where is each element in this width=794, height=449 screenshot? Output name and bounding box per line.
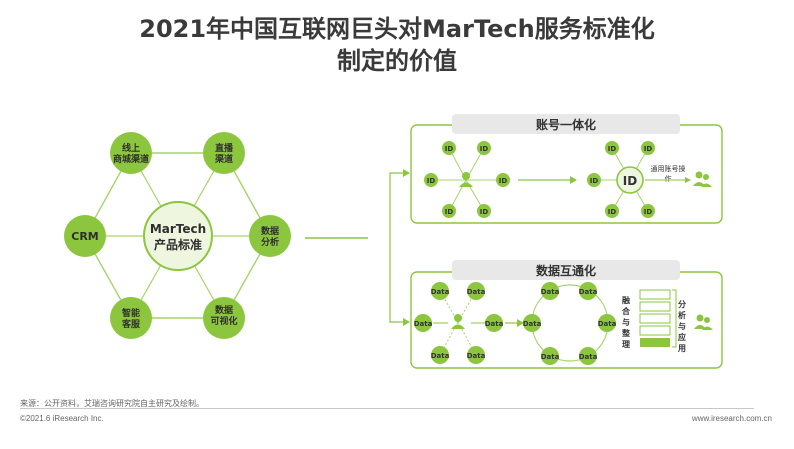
- spoke-label: 线上: [122, 142, 140, 154]
- spoke-label: CRM: [71, 230, 99, 243]
- stacked-blocks: [639, 289, 677, 348]
- connector: [305, 169, 410, 326]
- data-cluster-left: Data Data Data Data Data Data: [414, 282, 504, 364]
- svg-text:ID: ID: [608, 208, 617, 216]
- svg-text:ID: ID: [480, 208, 489, 216]
- svg-text:应: 应: [678, 332, 686, 342]
- svg-text:Data: Data: [431, 288, 450, 296]
- spoke-label: 可视化: [210, 315, 237, 327]
- footer-divider: [20, 408, 754, 409]
- svg-text:合: 合: [621, 306, 631, 316]
- svg-text:整: 整: [621, 328, 630, 338]
- svg-text:析: 析: [678, 310, 686, 320]
- svg-text:Data: Data: [485, 320, 504, 328]
- merge-label: 融 合 与 整 理: [621, 295, 631, 349]
- website: www.iresearch.com.cn: [691, 414, 772, 423]
- user-icon: [459, 172, 473, 187]
- svg-text:Data: Data: [598, 320, 617, 328]
- data-ring: Data Data Data Data Data Data: [523, 282, 617, 365]
- spoke-label: 分析: [261, 236, 279, 248]
- spoke-label: 数据: [261, 225, 279, 237]
- svg-text:Data: Data: [523, 320, 542, 328]
- spoke-label: 客服: [121, 318, 141, 330]
- spoke-data-analysis: 数据 分析: [249, 215, 291, 257]
- panel-title: 数据互通化: [536, 263, 596, 278]
- svg-text:Data: Data: [467, 288, 486, 296]
- svg-text:与: 与: [622, 317, 630, 327]
- svg-text:ID: ID: [644, 208, 653, 216]
- svg-text:Data: Data: [467, 352, 486, 360]
- svg-text:Data: Data: [414, 320, 433, 328]
- copyright: ©2021.6 iResearch Inc.: [20, 414, 104, 423]
- svg-text:ID: ID: [499, 177, 508, 185]
- spoke-label: 智能: [122, 307, 140, 319]
- page-subtitle: 制定的价值: [337, 47, 457, 75]
- spoke-label: 商城渠道: [113, 153, 149, 165]
- svg-text:ID: ID: [608, 145, 617, 153]
- operation-label: 通用账号操: [651, 164, 686, 173]
- spoke-label: 数据: [215, 304, 233, 316]
- user-icon: [694, 314, 713, 330]
- svg-text:ID: ID: [480, 145, 489, 153]
- operation-label: 作: [665, 174, 672, 183]
- spoke-smart-service: 智能 客服: [110, 297, 152, 339]
- page-title: 2021年中国互联网巨头对MarTech服务标准化: [139, 15, 655, 43]
- svg-text:ID: ID: [445, 208, 454, 216]
- spoke-crm: CRM: [64, 215, 106, 257]
- hub-label-line2: 产品标准: [154, 237, 202, 252]
- spoke-data-visualization: 数据 可视化: [203, 297, 245, 339]
- svg-text:融: 融: [622, 295, 630, 305]
- panel-data-interoperability: 数据互通化 Data Data Data Data Data Data: [410, 260, 723, 369]
- spoke-label: 渠道: [214, 153, 233, 165]
- user-icon: [451, 314, 465, 329]
- svg-text:分: 分: [678, 299, 686, 309]
- svg-text:理: 理: [622, 340, 630, 349]
- svg-text:Data: Data: [541, 288, 560, 296]
- id-cluster-right: ID ID ID ID ID ID: [587, 141, 655, 218]
- svg-text:Data: Data: [579, 353, 598, 361]
- id-cluster-left: ID ID ID ID ID ID: [424, 141, 510, 218]
- svg-text:Data: Data: [541, 353, 560, 361]
- svg-text:与: 与: [678, 321, 686, 331]
- source-note: 来源：公开资料，艾瑞咨询研究院自主研究及绘制。: [20, 399, 204, 408]
- center-id-label: ID: [623, 174, 637, 188]
- svg-text:ID: ID: [644, 145, 653, 153]
- svg-text:ID: ID: [445, 145, 454, 153]
- user-icon: [693, 171, 712, 187]
- spoke-label: 直播: [215, 142, 234, 154]
- svg-text:用: 用: [677, 344, 686, 353]
- svg-text:ID: ID: [427, 177, 436, 185]
- hub-label-line1: MarTech: [150, 222, 206, 236]
- svg-text:ID: ID: [590, 177, 599, 185]
- svg-text:Data: Data: [579, 288, 598, 296]
- analysis-label: 分 析 与 应 用: [677, 299, 686, 353]
- spoke-online-mall: 线上 商城渠道: [110, 132, 152, 174]
- hub-node: MarTech 产品标准: [143, 201, 213, 271]
- panel-account-unification: 账号一体化 ID ID ID ID ID ID: [410, 114, 723, 224]
- svg-text:Data: Data: [431, 352, 450, 360]
- panel-title: 账号一体化: [536, 117, 596, 132]
- spoke-livestream: 直播 渠道: [203, 132, 245, 174]
